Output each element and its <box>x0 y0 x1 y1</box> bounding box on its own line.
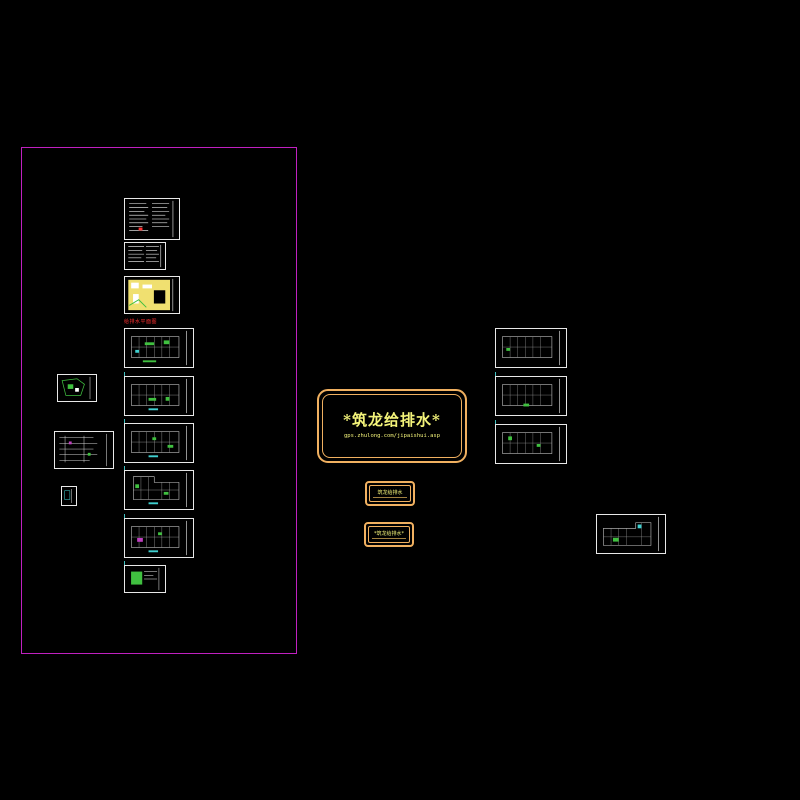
sheet-link <box>124 561 125 565</box>
button-underline <box>373 497 407 498</box>
zhulong-button-1[interactable]: 筑龙给排水 <box>365 481 415 506</box>
sheet-link <box>124 372 125 376</box>
detail-sheet-b[interactable] <box>54 431 114 469</box>
drawing-sheet-icon <box>131 425 187 461</box>
button-underline <box>372 538 406 539</box>
floor-plan-2[interactable] <box>124 376 194 416</box>
drawing-sheet-icon <box>129 200 174 238</box>
drawing-sheet-icon <box>502 330 560 366</box>
sheet-link <box>124 514 125 518</box>
detail-sheet-c[interactable] <box>61 486 77 506</box>
button-inner-border <box>368 526 410 543</box>
drawing-sheet-icon <box>128 244 162 268</box>
system-diagram-sheet[interactable] <box>124 565 166 593</box>
sheet-link <box>124 466 125 470</box>
drawing-sheet-icon <box>603 516 659 552</box>
logo-url[interactable]: gps.zhulong.com/jipaishui.asp <box>343 433 441 439</box>
drawing-sheet-icon <box>502 426 560 462</box>
layout-frame <box>21 147 297 654</box>
drawing-sheet-icon <box>128 278 174 312</box>
drawing-sheet-icon <box>131 520 187 556</box>
floor-plan-4[interactable] <box>124 470 194 510</box>
drawing-sheet-icon <box>131 330 187 366</box>
drawing-sheet-icon <box>133 472 187 508</box>
zhulong-button-2[interactable]: *筑龙给排水* <box>364 522 414 547</box>
material-list-sheet[interactable] <box>124 242 166 270</box>
plan-section-label: 给排水平面图 <box>124 319 158 325</box>
logo-inner-border <box>322 394 462 458</box>
drawing-sheet-icon <box>59 433 107 467</box>
site-plan-sheet[interactable] <box>124 276 180 314</box>
detail-sheet-a[interactable] <box>57 374 97 402</box>
roof-plan-1[interactable] <box>495 328 567 368</box>
roof-plan-2[interactable] <box>495 376 567 416</box>
sheet-link <box>124 419 125 423</box>
drawing-sheet-icon <box>131 567 160 591</box>
roof-plan-3[interactable] <box>495 424 567 464</box>
sheet-link <box>495 420 496 424</box>
floor-plan-5[interactable] <box>124 518 194 558</box>
sheet-link <box>495 372 496 376</box>
button-inner-border <box>369 485 411 502</box>
drawing-sheet-icon <box>64 489 72 503</box>
design-notes-sheet[interactable] <box>124 198 180 240</box>
logo-title: *筑龙给排水* <box>343 411 441 429</box>
drawing-sheet-icon <box>61 376 91 400</box>
button-label: 筑龙给排水 <box>377 490 403 496</box>
drawing-sheet-icon <box>131 378 187 414</box>
partial-plan-sheet[interactable] <box>596 514 666 554</box>
floor-plan-1[interactable] <box>124 328 194 368</box>
zhulong-logo-panel: *筑龙给排水* gps.zhulong.com/jipaishui.asp <box>317 389 467 463</box>
drawing-sheet-icon <box>502 378 560 414</box>
button-label: *筑龙给排水* <box>373 531 404 537</box>
floor-plan-3[interactable] <box>124 423 194 463</box>
